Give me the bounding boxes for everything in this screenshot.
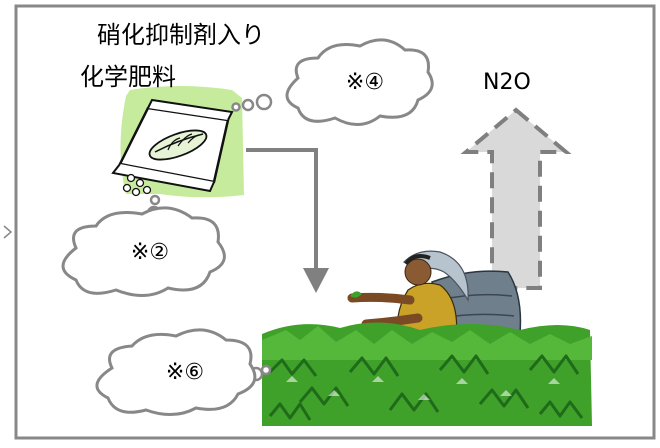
left-edge-tick	[3, 225, 13, 239]
n2o-label: N2O	[483, 70, 531, 95]
cloud-note-6-text: ※⑥	[165, 360, 205, 385]
cloud-note-2-text: ※②	[130, 240, 170, 265]
fertilizer-label-line2: 化学肥料	[80, 63, 176, 91]
n2o-up-arrow-icon	[460, 107, 572, 290]
cloud-note-4-shape	[285, 38, 434, 126]
bubble-connector-4	[231, 93, 273, 112]
diagram-frame	[14, 4, 656, 440]
flow-arrow-line	[246, 148, 318, 272]
flow-arrow-head	[303, 268, 329, 293]
fertilizer-bag-icon	[111, 86, 244, 198]
fertilizer-label-line1: 硝化抑制剤入り	[97, 21, 265, 49]
cloud-note-4-text: ※④	[345, 70, 385, 95]
cloud-note-2-shape	[61, 206, 226, 297]
cloud-note-6-shape	[95, 328, 257, 416]
tea-field-picker-illustration	[262, 250, 592, 426]
